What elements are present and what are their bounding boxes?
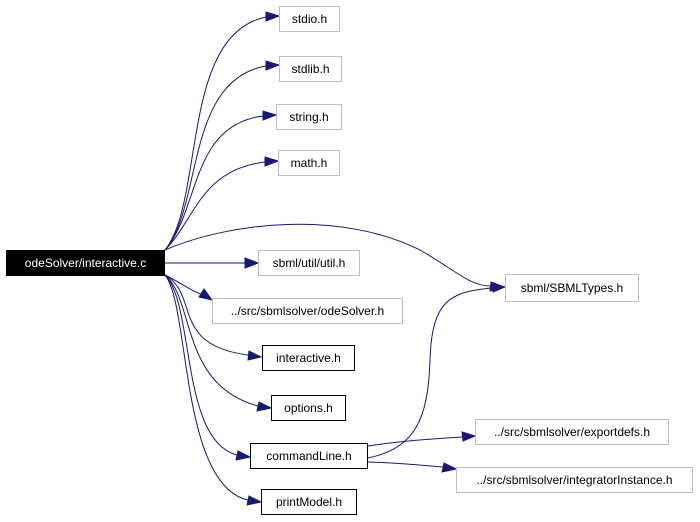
arrowhead — [256, 401, 273, 412]
edge-root-math — [164, 161, 266, 251]
arrowhead — [198, 288, 214, 301]
node-stdio-h[interactable]: stdio.h — [279, 6, 340, 32]
arrowhead — [246, 495, 263, 506]
edge-root-stdio — [164, 16, 267, 251]
node-odesolver-h[interactable]: ../src/sbmlsolver/odeSolver.h — [212, 298, 403, 324]
node-interactive-c[interactable]: odeSolver/interactive.c — [6, 250, 165, 276]
node-util-h[interactable]: sbml/util/util.h — [258, 250, 360, 276]
node-printmodel-h[interactable]: printModel.h — [261, 489, 357, 515]
node-exportdefs-h[interactable]: ../src/sbmlsolver/exportdefs.h — [475, 419, 669, 445]
node-math-h[interactable]: math.h — [278, 150, 340, 176]
node-options-h[interactable]: options.h — [271, 395, 346, 421]
edge-root-printmodel — [164, 274, 249, 501]
arrowhead — [265, 60, 281, 71]
node-interactive-h[interactable]: interactive.h — [262, 345, 355, 371]
arrowhead — [491, 282, 507, 293]
arrowhead — [461, 431, 477, 442]
node-string-h[interactable]: string.h — [276, 104, 342, 130]
node-integratorinstance-h[interactable]: ../src/sbmlsolver/integratorInstance.h — [456, 467, 693, 493]
edge-commandline-integratorinstance — [367, 461, 444, 468]
edge-commandline-sbmltypes — [367, 287, 493, 459]
arrowhead — [247, 350, 263, 361]
edge-root-odesolver — [164, 274, 202, 295]
arrowhead — [441, 462, 458, 473]
arrowhead — [264, 156, 280, 167]
node-commandline-h[interactable]: commandLine.h — [250, 443, 368, 469]
edge-root-sbmltypes — [164, 223, 491, 287]
arrowhead — [265, 11, 281, 22]
edge-root-options — [164, 274, 259, 407]
arrowhead — [235, 450, 252, 461]
node-sbmltypes-h[interactable]: sbml/SBMLTypes.h — [505, 274, 639, 302]
edge-root-stdlib — [164, 65, 267, 251]
edge-root-string — [164, 115, 264, 251]
edge-commandline-exportdefs — [367, 436, 463, 447]
edge-root-interactive — [164, 274, 249, 356]
arrowhead — [262, 110, 278, 121]
edge-root-commandline — [164, 274, 238, 456]
arrowhead — [244, 257, 260, 269]
node-stdlib-h[interactable]: stdlib.h — [279, 56, 342, 82]
